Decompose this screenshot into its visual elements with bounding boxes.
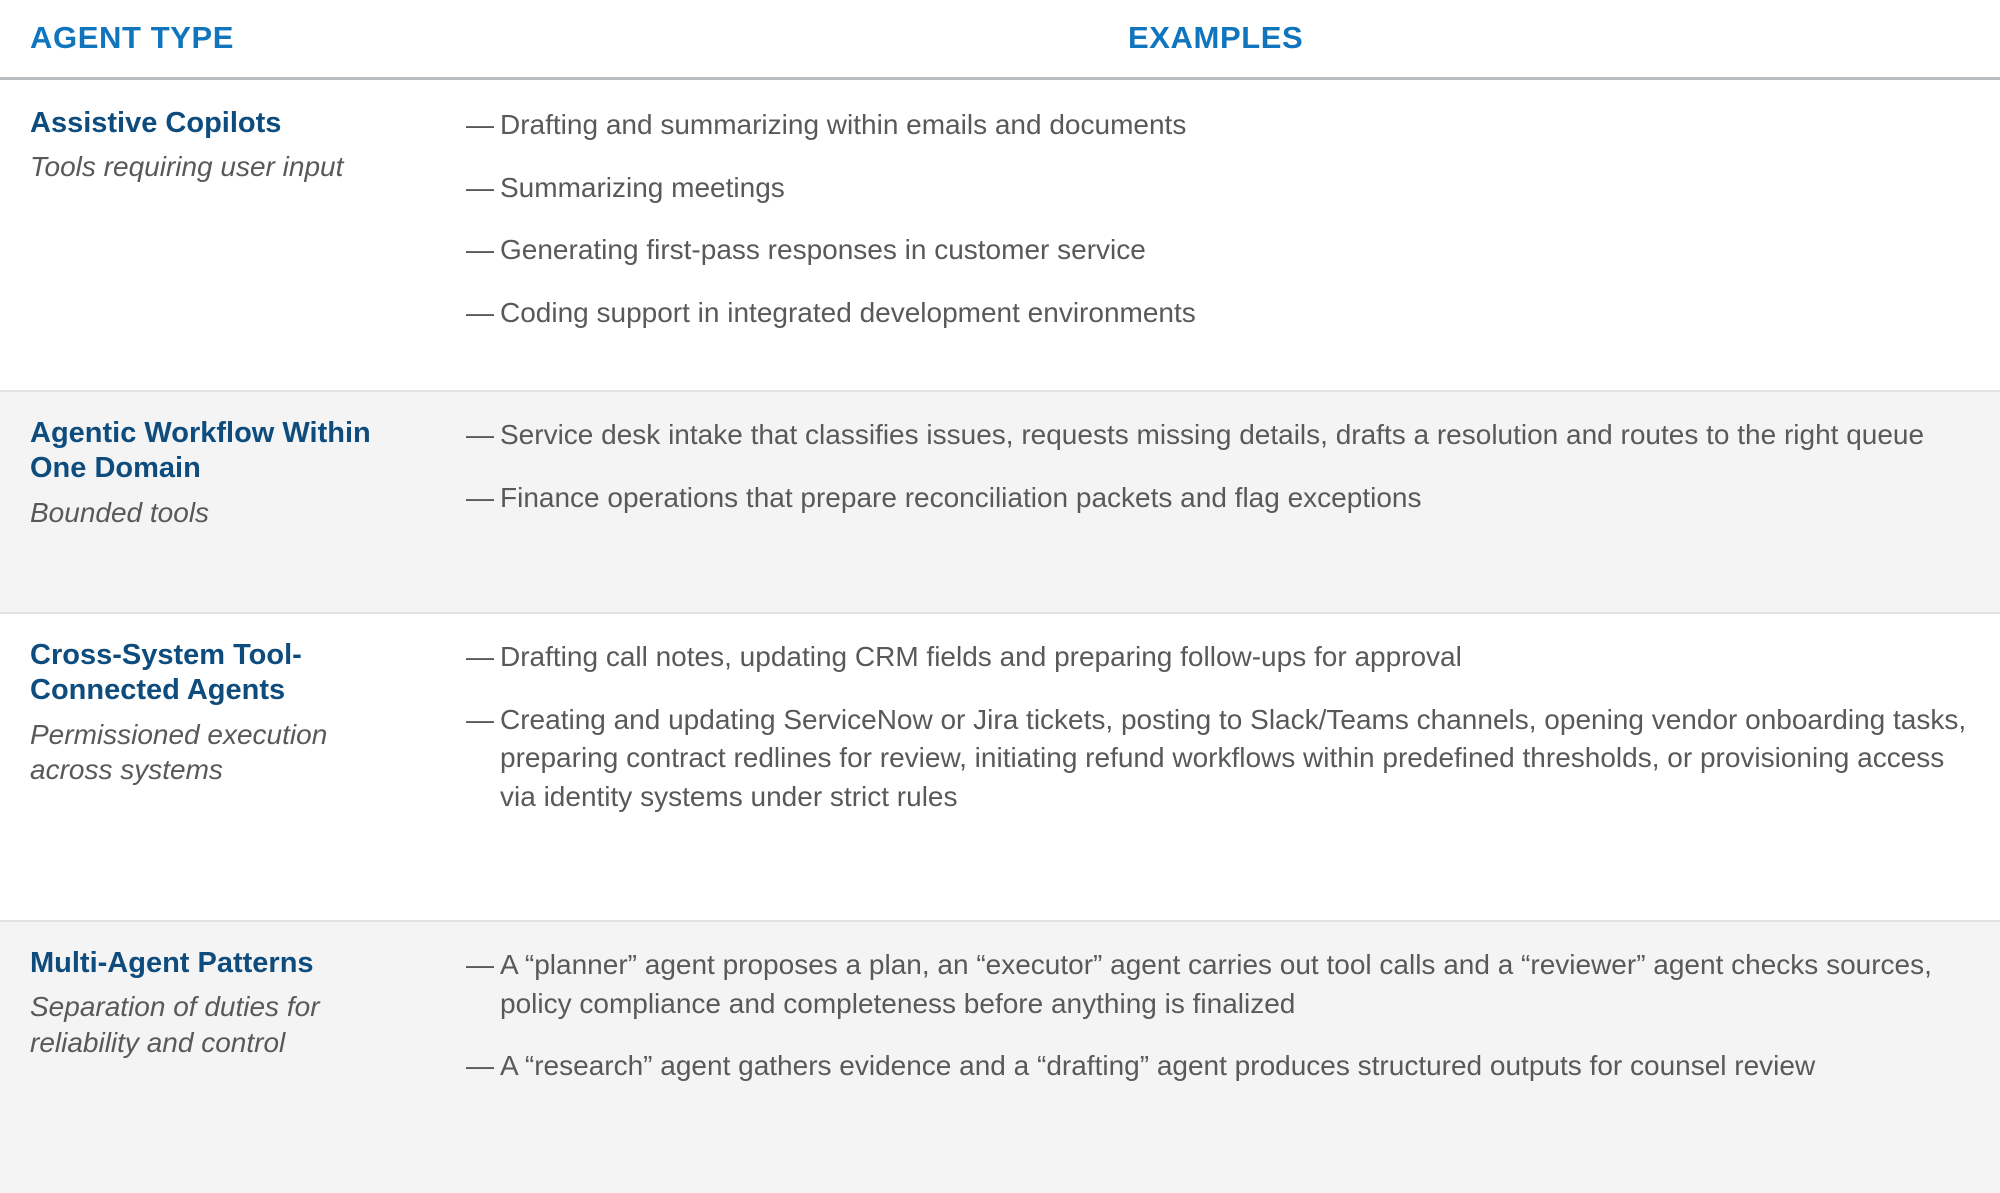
agent-type-title: Assistive Copilots — [30, 107, 282, 139]
example-text: Coding support in integrated development… — [500, 296, 1196, 328]
list-item: — A “planner” agent proposes a plan, an … — [466, 946, 1976, 1023]
examples-list: — Drafting call notes, updating CRM fiel… — [466, 638, 1976, 817]
table-header-row: AGENT TYPE EXAMPLES — [0, 0, 2000, 78]
example-text: A “planner” agent proposes a plan, an “e… — [500, 949, 1932, 1019]
table-row: Multi-Agent Patterns Separation of dutie… — [0, 920, 2000, 1193]
table-row: Agentic Workflow Within One Domain Bound… — [0, 390, 2000, 612]
agent-type-subtitle: Separation of duties for reliability and… — [30, 991, 320, 1058]
example-text: Summarizing meetings — [500, 171, 785, 203]
em-dash-icon: — — [466, 171, 494, 203]
em-dash-icon: — — [466, 481, 494, 513]
cell-agent-type: Multi-Agent Patterns Separation of dutie… — [0, 920, 438, 1193]
example-text: Creating and updating ServiceNow or Jira… — [500, 703, 1967, 812]
agent-type-subtitle: Tools requiring user input — [30, 151, 344, 183]
em-dash-icon: — — [466, 703, 494, 735]
list-item: — Service desk intake that classifies is… — [466, 416, 1976, 455]
em-dash-icon: — — [466, 109, 494, 140]
example-text: Service desk intake that classifies issu… — [500, 419, 1925, 450]
column-header-agent-type: AGENT TYPE — [30, 20, 235, 55]
example-text: Drafting and summarizing within emails a… — [500, 109, 1187, 140]
list-item: — Creating and updating ServiceNow or Ji… — [466, 701, 1976, 817]
cell-examples: — A “planner” agent proposes a plan, an … — [438, 920, 2000, 1193]
examples-list: — Service desk intake that classifies is… — [466, 416, 1976, 517]
cell-agent-type: Assistive Copilots Tools requiring user … — [0, 80, 438, 390]
table-body: Assistive Copilots Tools requiring user … — [0, 80, 2000, 1193]
example-text: Finance operations that prepare reconcil… — [500, 481, 1422, 513]
cell-agent-type: Agentic Workflow Within One Domain Bound… — [0, 390, 438, 612]
examples-list: — A “planner” agent proposes a plan, an … — [466, 946, 1976, 1086]
list-item: — Finance operations that prepare reconc… — [466, 479, 1976, 518]
list-item: — Generating first-pass responses in cus… — [466, 231, 1976, 270]
cell-examples: — Drafting call notes, updating CRM fiel… — [438, 612, 2000, 920]
em-dash-icon: — — [466, 641, 494, 672]
em-dash-icon: — — [466, 419, 494, 450]
cell-examples: — Service desk intake that classifies is… — [438, 390, 2000, 612]
em-dash-icon: — — [466, 1050, 494, 1082]
example-text: A “research” agent gathers evidence and … — [500, 1050, 1816, 1082]
table-row: Cross-System Tool-Connected Agents Permi… — [0, 612, 2000, 920]
agent-type-subtitle: Bounded tools — [30, 496, 210, 528]
example-text: Drafting call notes, updating CRM fields… — [500, 641, 1462, 672]
agent-type-title: Agentic Workflow Within One Domain — [30, 417, 371, 485]
cell-agent-type: Cross-System Tool-Connected Agents Permi… — [0, 612, 438, 920]
column-header-examples: EXAMPLES — [1128, 20, 1304, 55]
list-item: — A “research” agent gathers evidence an… — [466, 1047, 1976, 1086]
example-text: Generating first-pass responses in custo… — [500, 234, 1146, 266]
table-row: Assistive Copilots Tools requiring user … — [0, 80, 2000, 390]
header-divider-rule — [0, 77, 2000, 80]
em-dash-icon: — — [466, 234, 494, 266]
examples-list: — Drafting and summarizing within emails… — [466, 106, 1976, 333]
list-item: — Drafting and summarizing within emails… — [466, 106, 1976, 145]
agent-type-title: Multi-Agent Patterns — [30, 947, 314, 979]
list-item: — Drafting call notes, updating CRM fiel… — [466, 638, 1976, 677]
em-dash-icon: — — [466, 949, 494, 980]
list-item: — Summarizing meetings — [466, 169, 1976, 208]
cell-examples: — Drafting and summarizing within emails… — [438, 80, 2000, 390]
em-dash-icon: — — [466, 296, 494, 328]
agent-type-title: Cross-System Tool-Connected Agents — [30, 639, 302, 707]
list-item: — Coding support in integrated developme… — [466, 294, 1976, 333]
agent-type-subtitle: Permissioned execution across systems — [30, 718, 328, 786]
